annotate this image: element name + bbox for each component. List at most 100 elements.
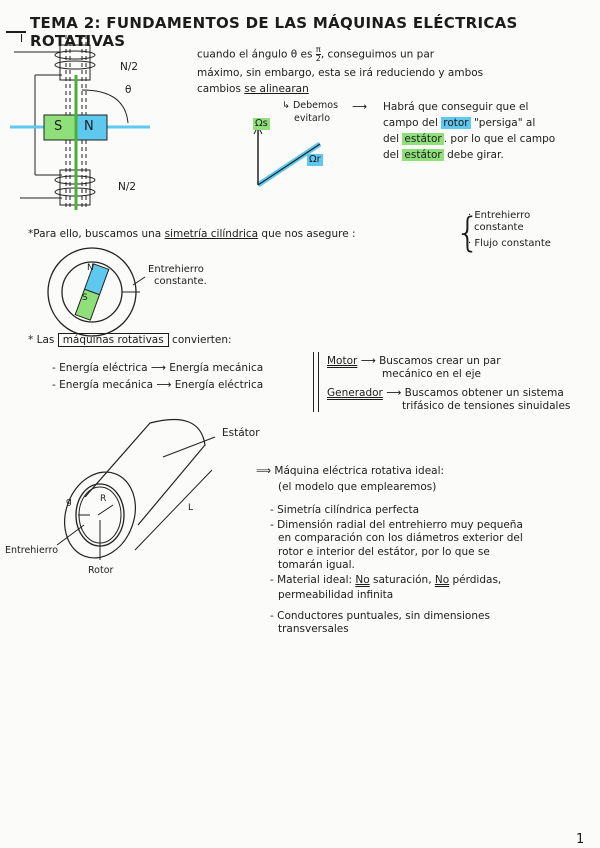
double-divider xyxy=(313,352,319,412)
rotor-north-label: N xyxy=(84,119,94,134)
converts-line: * Las máquinas rotativas convierten: xyxy=(28,332,232,348)
text: pérdidas, xyxy=(449,573,502,586)
no-underlined: No xyxy=(355,573,370,586)
line: rotor e interior del estátor, por lo que… xyxy=(278,545,490,558)
intro-text: cuando el ángulo θ es xyxy=(197,48,316,61)
text: "persiga" al xyxy=(470,117,536,129)
rotor-south-label: S xyxy=(54,119,63,134)
ideal-item: - Dimensión radial del entrehierro muy p… xyxy=(256,519,523,573)
ring-north: N xyxy=(87,263,94,273)
page-title: TEMA 2: FUNDAMENTOS DE LAS MÁQUINAS ELÉC… xyxy=(6,14,596,50)
avoid-note: ↳ Debemos evitarlo xyxy=(282,99,338,125)
conversion-1: - Energía eléctrica ⟶ Energía mecánica xyxy=(52,362,264,374)
current-label: I xyxy=(20,33,24,45)
text: que nos asegure : xyxy=(258,228,356,240)
conversion-2: - Energía mecánica ⟶ Energía eléctrica xyxy=(52,379,264,391)
text: Buscamos obtener un sistema xyxy=(404,387,564,399)
coil-top-label: N/2 xyxy=(120,61,139,73)
item: · Flujo constante xyxy=(468,238,551,249)
rotor-label: Rotor xyxy=(88,565,114,576)
aligned-underlined: se alinearan xyxy=(244,83,309,95)
item: constante xyxy=(474,222,524,233)
ring-south: S xyxy=(82,293,88,303)
length-label: L xyxy=(188,503,194,513)
cylindrical-symmetry: simetría cilíndrica xyxy=(164,228,259,240)
ideal-item: - Simetría cilíndrica perfecta xyxy=(270,504,420,516)
text: debe girar. xyxy=(443,149,504,161)
rotor-speed-label: Ωr xyxy=(307,154,323,166)
motor-label: Motor xyxy=(327,355,358,367)
ideal-heading: ⟹ Máquina eléctrica rotativa ideal: xyxy=(256,465,445,477)
airgap-g-label: g xyxy=(66,497,72,507)
chase-line: Habrá que conseguir que el xyxy=(383,101,529,113)
chase-line: del estátor debe girar. xyxy=(383,147,555,163)
ideal-item: - Material ideal: No saturación, No pérd… xyxy=(256,573,523,589)
text: Buscamos crear un par xyxy=(379,355,501,367)
avoid-line: evitarlo xyxy=(294,113,331,124)
label: Entrehierro xyxy=(148,264,204,275)
item: · Entrehierro xyxy=(468,210,531,221)
text: . por lo que el campo xyxy=(443,133,556,145)
intro-text: , conseguimos un par xyxy=(320,48,435,61)
arrow: ⟶ xyxy=(360,355,376,367)
symmetry-items: · Entrehierro constante · Flujo constant… xyxy=(468,210,551,250)
intro-text: cambios xyxy=(197,83,245,95)
text: - Material ideal: xyxy=(270,573,356,586)
symmetry-line: *Para ello, buscamos una simetría cilínd… xyxy=(28,226,356,242)
coil-bottom-label: N/2 xyxy=(118,181,137,193)
line: - Dimensión radial del entrehierro muy p… xyxy=(270,518,523,531)
radius-label: R xyxy=(100,494,107,504)
ideal-machine-notes: ⟹ Máquina eléctrica rotativa ideal: (el … xyxy=(256,464,523,637)
arrow: ⟶ xyxy=(352,101,368,113)
airgap-label: Entrehierro xyxy=(5,545,59,556)
intro-line-3: cambios se alinearan xyxy=(197,81,309,97)
motor-coil-diagram xyxy=(10,35,150,210)
avoid-line: ↳ Debemos xyxy=(282,100,339,111)
text: del xyxy=(383,133,403,145)
rotating-machines-boxed: máquinas rotativas xyxy=(57,333,169,347)
ideal-item: - Conductores puntuales, sin dimensiones… xyxy=(256,610,523,637)
text: campo del xyxy=(383,117,442,129)
angle-label: θ xyxy=(125,84,132,96)
cylinder-machine-diagram xyxy=(56,418,216,560)
fraction-den: 2 xyxy=(315,54,321,63)
text: trifásico de tensiones sinuidales xyxy=(402,400,571,412)
text: convierten: xyxy=(168,334,232,346)
title-dash xyxy=(6,31,26,33)
rotor-highlight: rotor xyxy=(441,117,471,129)
page-number: 1 xyxy=(576,832,585,847)
text: del xyxy=(383,149,403,161)
line: permeabilidad infinita xyxy=(278,589,394,601)
intro-line-2: máximo, sin embargo, esta se irá reducie… xyxy=(197,67,484,79)
generator-label: Generador xyxy=(327,387,383,399)
line: en comparación con los diámetros exterio… xyxy=(278,532,523,544)
chase-line: del estátor. por lo que el campo xyxy=(383,131,555,147)
airgap-ring-diagram xyxy=(47,247,146,337)
no-underlined: No xyxy=(434,573,450,586)
stator-highlight: estátor xyxy=(402,133,444,145)
text: *Para ello, buscamos una xyxy=(28,228,165,240)
text: saturación, xyxy=(369,573,435,586)
chase-note: Habrá que conseguir que el campo del rot… xyxy=(383,99,555,163)
line: - Conductores puntuales, sin dimensiones xyxy=(270,609,490,622)
title-text: TEMA 2: FUNDAMENTOS DE LAS MÁQUINAS ELÉC… xyxy=(30,14,518,50)
line: tomarán igual. xyxy=(278,559,355,571)
label: constante. xyxy=(154,276,207,287)
stator-highlight: estátor xyxy=(402,149,444,161)
ideal-subheading: (el modelo que emplearemos) xyxy=(278,480,437,493)
field-vectors-diagram xyxy=(253,124,322,188)
brace: { xyxy=(455,210,481,256)
line: transversales xyxy=(278,623,349,635)
chase-line: campo del rotor "persiga" al xyxy=(383,115,555,131)
fraction-num: π xyxy=(315,45,321,55)
arrow: ⟶ xyxy=(386,387,402,399)
text: * Las xyxy=(28,334,58,346)
stator-speed-label: Ωs xyxy=(253,118,270,130)
text: mecánico en el eje xyxy=(382,368,482,380)
stator-label: Estátor xyxy=(222,427,260,439)
